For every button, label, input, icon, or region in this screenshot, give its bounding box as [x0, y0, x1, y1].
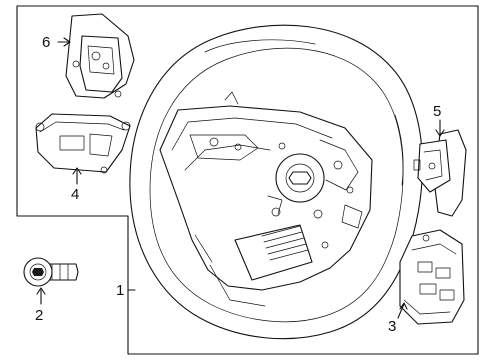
- callout-2: 2: [35, 307, 43, 324]
- steering-wheel: [129, 24, 423, 340]
- callout-6: 6: [42, 34, 50, 51]
- arrow-6: [57, 37, 71, 47]
- assembly-boundary-line: [16, 5, 479, 355]
- callout-3: 3: [388, 318, 396, 335]
- arrow-5: [435, 119, 445, 137]
- paddle-switch-right: [413, 129, 467, 217]
- switch-module-left: [35, 113, 131, 174]
- arrow-3: [397, 302, 408, 319]
- bolt: [23, 257, 79, 287]
- callout-5: 5: [433, 103, 441, 120]
- arrow-4: [72, 167, 82, 185]
- arrow-2: [36, 287, 46, 305]
- paddle-switch-left: [65, 13, 135, 99]
- callout-1: 1: [116, 282, 124, 299]
- switch-module-right-lower: [399, 229, 465, 325]
- callout-4: 4: [71, 186, 79, 203]
